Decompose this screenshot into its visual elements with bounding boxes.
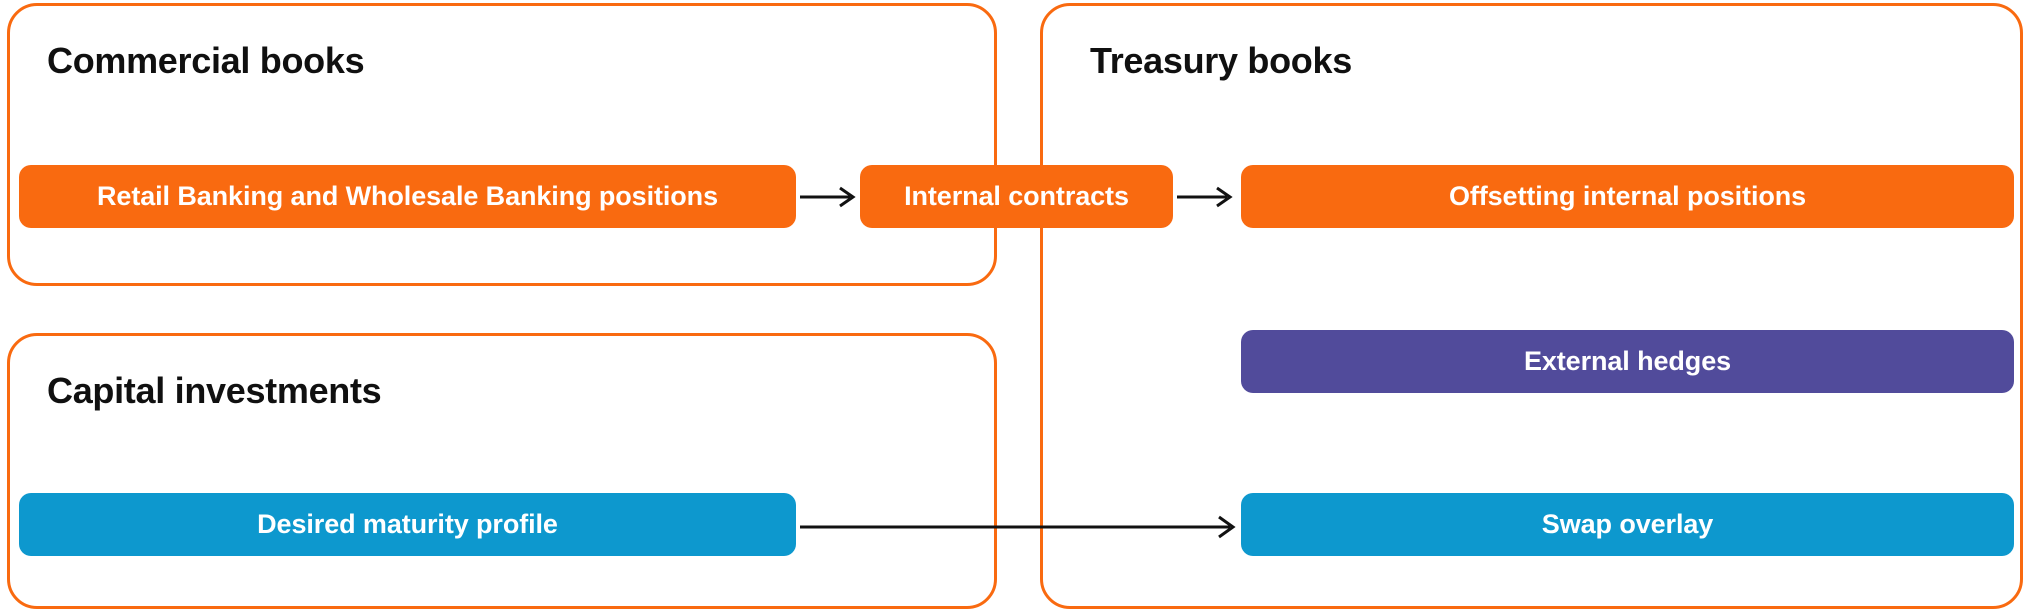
arrow-right-icon-retail-to-internal-contracts — [800, 182, 858, 212]
group-title-commercial-books: Commercial books — [47, 40, 365, 81]
bar-desired-maturity-profile: Desired maturity profile — [19, 493, 796, 556]
group-box-capital-investments — [7, 333, 997, 609]
arrow-right-icon-desired-maturity-to-swap-overlay — [800, 512, 1237, 542]
group-title-capital-investments: Capital investments — [47, 370, 382, 411]
group-box-commercial-books — [7, 3, 997, 286]
bar-offsetting-internal-positions: Offsetting internal positions — [1241, 165, 2014, 228]
bar-retail-and-wholesale-banking-positions: Retail Banking and Wholesale Banking pos… — [19, 165, 796, 228]
bar-internal-contracts: Internal contracts — [860, 165, 1173, 228]
bar-swap-overlay: Swap overlay — [1241, 493, 2014, 556]
arrow-right-icon-internal-contracts-to-offsetting — [1177, 182, 1235, 212]
bar-external-hedges: External hedges — [1241, 330, 2014, 393]
group-title-treasury-books: Treasury books — [1090, 40, 1352, 81]
group-box-treasury-books — [1040, 3, 2023, 609]
